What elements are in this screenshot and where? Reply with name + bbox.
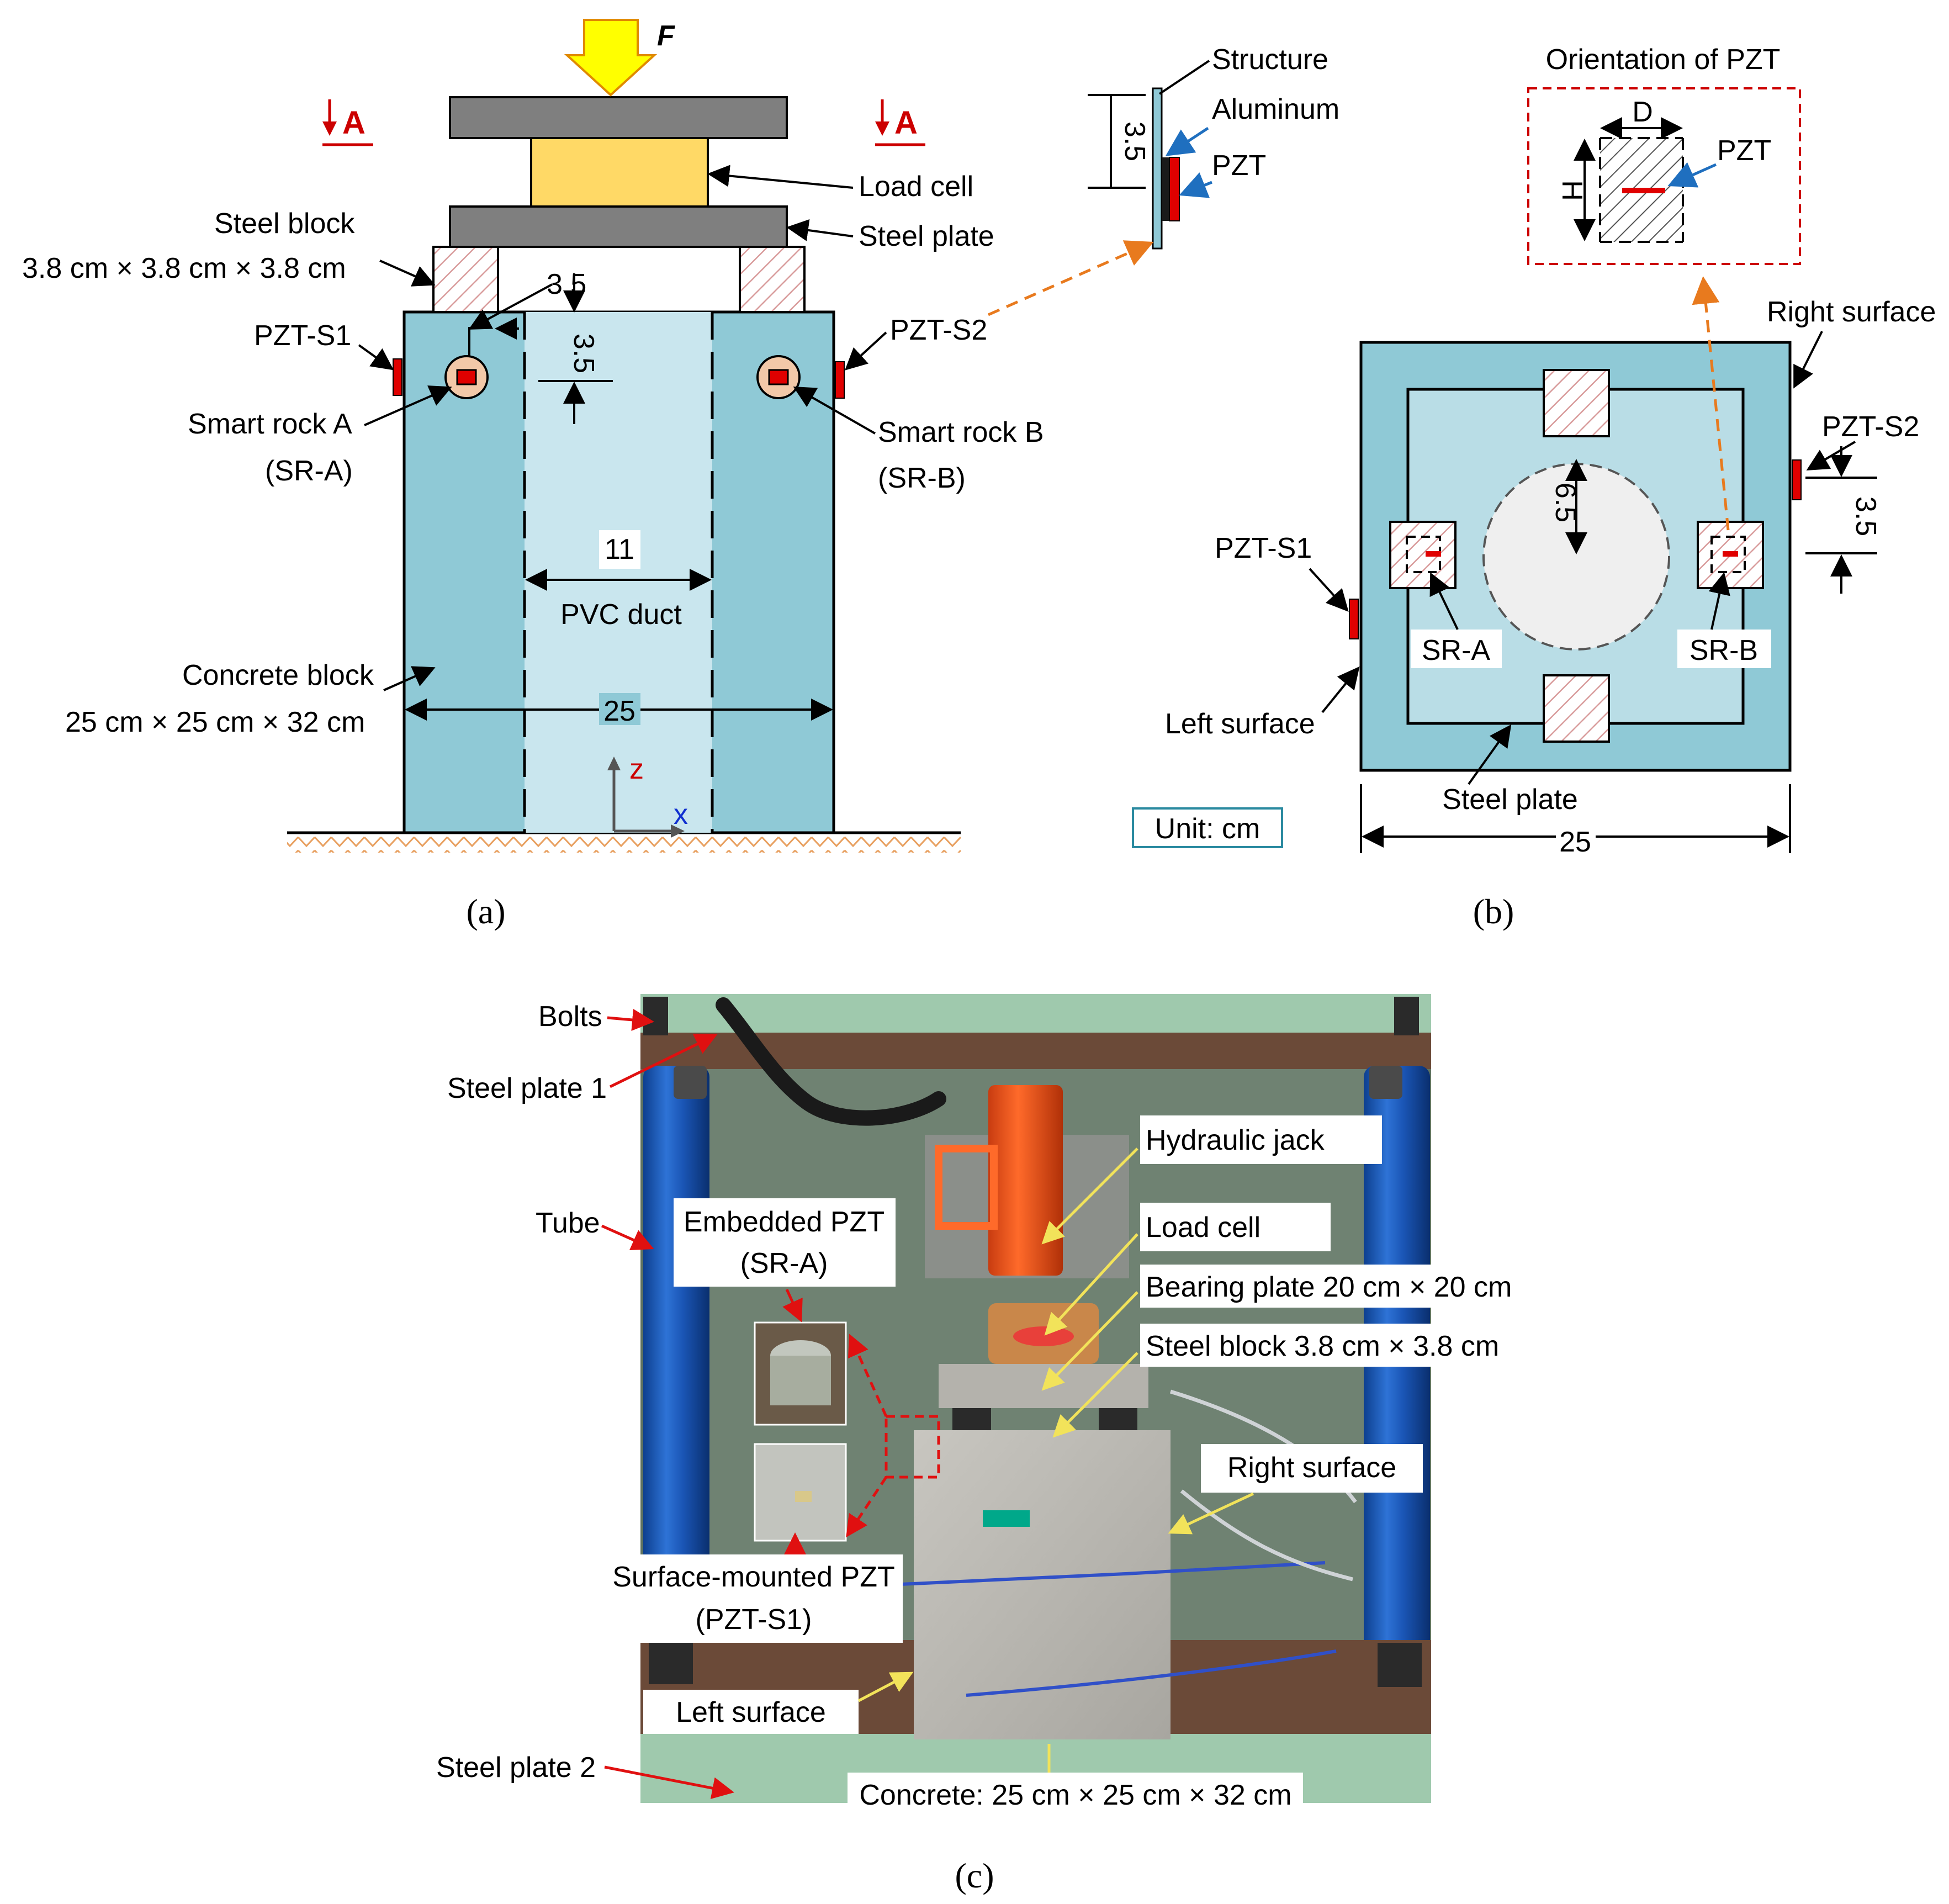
- panel-b-caption: (b): [1473, 892, 1514, 931]
- concrete-title: Concrete block: [182, 659, 374, 691]
- surface-pzt-label: Surface-mounted PZT: [612, 1561, 895, 1593]
- panel-c-photo: [640, 994, 1431, 1803]
- panel-c-caption: (c): [955, 1856, 994, 1895]
- orientation-pzt: [1622, 188, 1665, 193]
- smart-rock-a-label: Smart rock A: [188, 408, 352, 440]
- steel-plate-2-label: Steel plate 2: [436, 1752, 596, 1784]
- orientation-pzt-label: PZT: [1717, 135, 1771, 167]
- tube-label: Tube: [536, 1207, 600, 1239]
- photo-bolt-left: [643, 997, 668, 1035]
- bolts-label: Bolts: [538, 1001, 602, 1033]
- panel-a: F A A Load cell Steel plate Steel block …: [22, 19, 1044, 931]
- radius-label: 6.5: [1549, 483, 1581, 522]
- orientation-box: Orientation of PZT D H PZT: [1527, 44, 1801, 265]
- svg-text:x: x: [674, 798, 688, 831]
- section-mark-right: A: [875, 99, 925, 146]
- svg-text:3.5: 3.5: [568, 334, 600, 373]
- inset-pzt: [1169, 157, 1180, 221]
- smart-rock-a: [444, 355, 489, 399]
- plan-block-bottom: [1543, 674, 1610, 743]
- plan-block-left: [1389, 521, 1457, 589]
- duct-width-label: 11: [605, 533, 634, 565]
- steel-block-dims: 3.8 cm × 3.8 cm × 3.8 cm: [22, 252, 346, 284]
- panel-b: 6.5 Right surface PZT-S2 3.5 PZT-S1 Left…: [1132, 276, 1936, 931]
- steel-block-left: [432, 246, 499, 313]
- photo-hose: [716, 997, 946, 1126]
- pzt-s2-label: PZT-S2: [890, 314, 987, 346]
- pzt-s1-label: PZT-S1: [254, 320, 351, 352]
- steel-plate-label: Steel plate: [859, 220, 994, 252]
- load-cell: [530, 137, 709, 208]
- force-arrow: [564, 19, 658, 97]
- orientation-title: Orientation of PZT: [1546, 44, 1781, 76]
- pvc-duct-region: [525, 312, 712, 833]
- photo-left-surface-label: Left surface: [676, 1696, 826, 1728]
- steel-block-photo-label: Steel block 3.8 cm × 3.8 cm: [1146, 1330, 1499, 1362]
- photo-right-surface-label: Right surface: [1227, 1452, 1396, 1484]
- pzt-s2-patch: [835, 361, 845, 399]
- smart-rock-b-label: Smart rock B: [878, 416, 1044, 448]
- sr-a-label: SR-A: [1422, 634, 1491, 667]
- photo-concrete-specimen: [914, 1430, 1171, 1739]
- plan-steel-plate-label: Steel plate: [1442, 784, 1578, 816]
- concrete-photo-label: Concrete: 25 cm × 25 cm × 32 cm: [859, 1779, 1291, 1811]
- photo-bolt-right: [1394, 997, 1419, 1035]
- surface-pzt-abbr: (PZT-S1): [696, 1604, 812, 1636]
- sr-b-label: SR-B: [1690, 634, 1758, 667]
- load-cell-photo-label: Load cell: [1146, 1212, 1261, 1244]
- force-label: F: [657, 20, 675, 52]
- steel-plate-1-label: Steel plate 1: [447, 1072, 607, 1104]
- panel-a-caption: (a): [466, 892, 505, 931]
- smart-rock-b-abbr: (SR-B): [878, 462, 966, 494]
- embedded-pzt-label: Embedded PZT: [684, 1206, 885, 1238]
- plan-pzt-s2: [1792, 459, 1802, 500]
- bearing-plate-label: Bearing plate 20 cm × 20 cm: [1146, 1271, 1512, 1303]
- unit-box: [1132, 807, 1283, 848]
- pzt-s1-patch: [393, 358, 402, 396]
- width-label: 25: [603, 695, 635, 727]
- inset-structure-label: Structure: [1212, 44, 1328, 76]
- svg-text:z: z: [629, 753, 644, 785]
- embedded-pzt-abbr: (SR-A): [740, 1247, 828, 1279]
- steel-block-right: [739, 246, 806, 313]
- plan-pzt-s1: [1349, 599, 1359, 639]
- inset-aluminum-label: Aluminum: [1212, 93, 1339, 125]
- photo-hydraulic-jack: [988, 1085, 1063, 1276]
- hydraulic-jack-label: Hydraulic jack: [1146, 1124, 1325, 1156]
- right-surface-label: Right surface: [1767, 296, 1936, 328]
- inset-connector: [987, 240, 1154, 316]
- dim-depth: 3.5: [538, 326, 613, 424]
- orientation-h-label: H: [1556, 180, 1588, 201]
- inset-detail: 3.5 Structure Aluminum PZT: [987, 44, 1339, 316]
- load-cell-label: Load cell: [859, 171, 973, 203]
- inset-pzt-label: PZT: [1212, 150, 1266, 182]
- dim-top-label: 3.5: [547, 268, 586, 300]
- left-surface-label: Left surface: [1165, 708, 1315, 740]
- inset-aluminum: [1162, 157, 1169, 221]
- svg-text:A: A: [342, 105, 366, 141]
- plan-block-top: [1543, 369, 1610, 437]
- photo-bearing-plate: [939, 1364, 1148, 1408]
- inset-dim-label: 3.5: [1119, 121, 1151, 161]
- steel-plate-top: [449, 96, 788, 139]
- inset-structure-strip: [1152, 87, 1163, 250]
- section-mark-left: A: [322, 99, 373, 146]
- unit-label: Unit: cm: [1155, 813, 1261, 845]
- plan-pzt-s2-label: PZT-S2: [1822, 411, 1919, 443]
- ground-hatch: [287, 833, 961, 853]
- steel-block-title: Steel block: [214, 208, 355, 240]
- plan-width-label: 25: [1559, 826, 1591, 858]
- smart-rock-a-abbr: (SR-A): [265, 455, 353, 487]
- concrete-dims: 25 cm × 25 cm × 32 cm: [65, 706, 365, 738]
- steel-plate-bottom: [449, 205, 788, 248]
- orientation-d-label: D: [1632, 96, 1653, 128]
- svg-text:A: A: [894, 105, 918, 141]
- smart-rock-b: [756, 355, 801, 399]
- plan-dim-side: 3.5: [1850, 496, 1882, 536]
- pvc-duct-label: PVC duct: [560, 599, 682, 631]
- plan-pzt-s1-label: PZT-S1: [1215, 532, 1312, 564]
- photo-top-frame: [640, 994, 1431, 1033]
- panel-c-labels: Bolts Steel plate 1 Tube Embedded PZT (S…: [436, 1001, 1527, 1895]
